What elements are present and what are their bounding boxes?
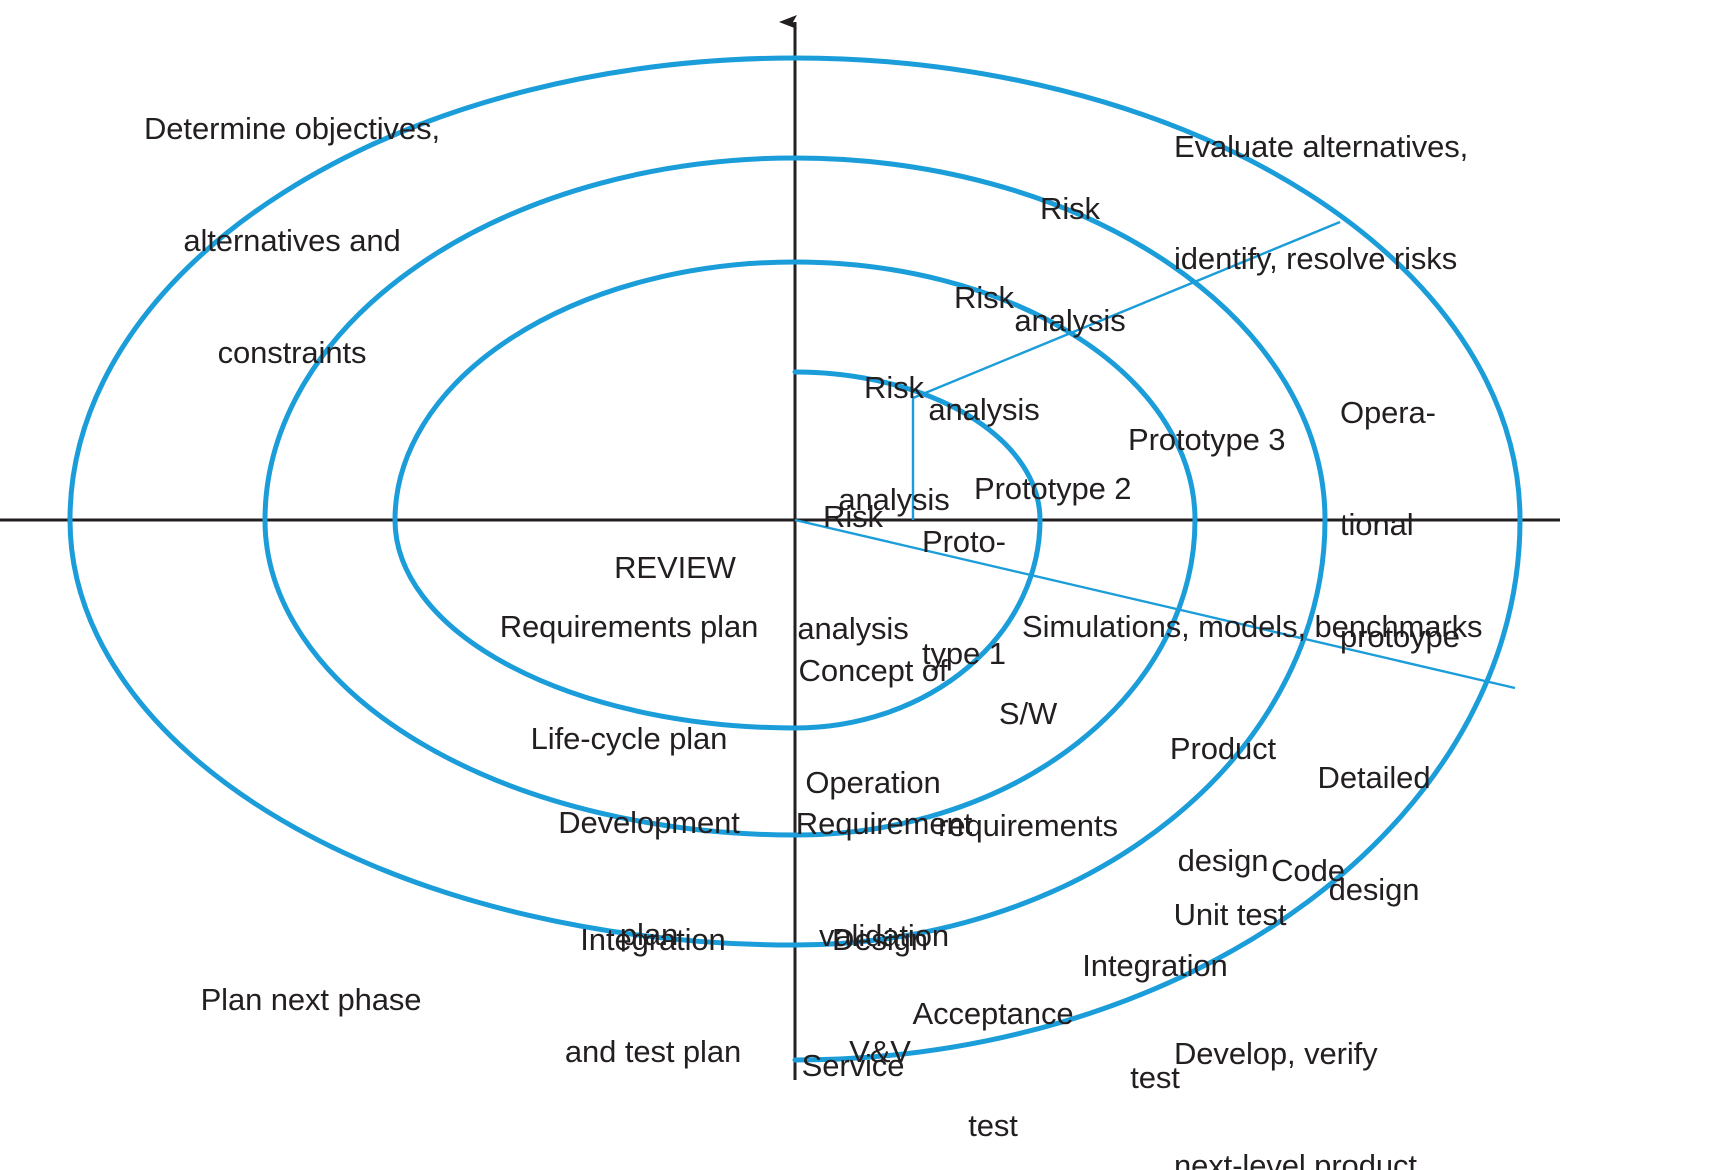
- product-design-label: Product design: [1170, 656, 1276, 954]
- integration-test-line-2: test: [1130, 1059, 1180, 1095]
- requirements-plan-line-2: Life-cycle plan: [530, 720, 728, 756]
- determine-objectives-line-2: alternatives and: [183, 222, 401, 258]
- requirement-validation-label: Requirement validation: [796, 731, 972, 1029]
- operational-prototype-label: Opera- tional protoype: [1340, 320, 1460, 729]
- risk-analysis-1-line-1: Risk: [823, 499, 883, 535]
- acceptance-test-label: Acceptance test: [913, 921, 1074, 1170]
- sw-requirements-line-2: requirements: [938, 807, 1118, 843]
- acceptance-test-line-2: test: [968, 1107, 1018, 1143]
- development-plan-label: Development plan: [558, 730, 740, 1028]
- determine-objectives-line-3: constraints: [217, 334, 367, 370]
- radial-dividers: [794, 220, 1516, 690]
- evaluate-alternatives-line-2: identify, resolve risks: [1174, 240, 1458, 276]
- sw-requirements-label: S/W requirements: [938, 621, 1118, 919]
- develop-verify-line-1: Develop, verify: [1174, 1036, 1378, 1072]
- requirement-validation-line-1: Requirement: [795, 806, 973, 842]
- integration-test-line-1: Integration: [1082, 948, 1228, 984]
- divider-lower-right: [794, 518, 1516, 690]
- detailed-design-label: Detailed design: [1318, 685, 1431, 983]
- concept-of-operation-line-1: Concept of: [798, 653, 948, 689]
- prototype-1-line-1: Proto-: [922, 524, 1006, 560]
- spiral-turn-2: [262, 155, 1198, 838]
- service-label: Service: [802, 973, 905, 1159]
- simulations-text: Simulations, models, benchmarks: [1022, 609, 1483, 645]
- determine-objectives-line-1: Determine objectives,: [144, 111, 440, 147]
- requirements-plan-line-1: Requirements plan: [499, 609, 759, 645]
- integration-and-test-plan-label: Integration and test plan: [565, 847, 741, 1145]
- spiral-turn-3: [67, 55, 1328, 948]
- plan-next-phase-text: Plan next phase: [200, 982, 422, 1018]
- unit-test-text: Unit test: [1173, 897, 1287, 933]
- prototype-1-line-2: type 1: [922, 635, 1006, 671]
- risk-analysis-label-2: Risk analysis: [838, 295, 949, 593]
- develop-verify-line-2: next-level product: [1174, 1147, 1417, 1170]
- operational-prototype-line-3: protoype: [1340, 618, 1460, 654]
- product-design-line-2: design: [1177, 842, 1269, 878]
- axes: [0, 15, 1560, 1080]
- operational-prototype-line-2: tional: [1340, 506, 1414, 542]
- risk-analysis-4-line-2: analysis: [1014, 302, 1126, 338]
- integration-test-label: Integration test: [1082, 873, 1228, 1170]
- simulations-label: Simulations, models, benchmarks: [1022, 534, 1482, 720]
- review-text: REVIEW: [614, 550, 736, 586]
- requirement-validation-line-2: validation: [819, 917, 949, 953]
- detailed-design-line-2: design: [1328, 871, 1420, 907]
- risk-analysis-3-line-2: analysis: [928, 391, 1040, 427]
- code-text: Code: [1271, 853, 1345, 889]
- prototype-2-label: Prototype 2: [974, 396, 1132, 582]
- risk-analysis-3-line-1: Risk: [954, 280, 1014, 316]
- product-design-line-1: Product: [1169, 731, 1277, 767]
- prototype-3-label: Prototype 3: [1128, 347, 1286, 533]
- acceptance-test-line-1: Acceptance: [912, 996, 1074, 1032]
- detailed-design-line-1: Detailed: [1317, 760, 1431, 796]
- evaluate-alternatives-line-1: Evaluate alternatives,: [1174, 129, 1469, 165]
- requirements-plan-label: Requirements plan Life-cycle plan: [500, 534, 759, 832]
- quadrant-label-determine-objectives: Determine objectives, alternatives and c…: [144, 36, 440, 445]
- risk-analysis-2-line-2: analysis: [838, 481, 950, 517]
- prototype-3-text: Prototype 3: [1128, 422, 1286, 458]
- risk-analysis-label-3: Risk analysis: [928, 205, 1039, 503]
- integration-and-test-plan-line-2: and test plan: [564, 1033, 742, 1069]
- code-label: Code: [1271, 778, 1345, 964]
- operational-prototype-line-1: Opera-: [1340, 395, 1436, 431]
- prototype-1-label: Proto- type 1: [922, 449, 1006, 747]
- risk-analysis-4-line-1: Risk: [1040, 191, 1100, 227]
- spiral-turn-1: [392, 259, 1043, 731]
- review-label: REVIEW: [614, 475, 736, 661]
- risk-analysis-2-line-1: Risk: [864, 370, 924, 406]
- sw-requirements-line-1: S/W: [998, 696, 1058, 732]
- design-vv-line-2: V&V: [849, 1033, 911, 1069]
- risk-analysis-label-1: Risk analysis: [797, 424, 908, 722]
- risk-analysis-1-line-2: analysis: [797, 610, 909, 646]
- quadrant-label-evaluate-alternatives: Evaluate alternatives, identify, resolve…: [1174, 54, 1468, 352]
- development-plan-line-1: Development: [558, 805, 740, 841]
- divider-upper-right: [912, 220, 1341, 400]
- quadrant-label-plan-next-phase: Plan next phase: [201, 907, 422, 1093]
- development-plan-line-2: plan: [619, 916, 679, 952]
- quadrant-label-develop-verify: Develop, verify next-level product: [1174, 961, 1417, 1170]
- spiral-curve: [67, 55, 1523, 1063]
- concept-of-operation-label: Concept of Operation: [799, 578, 948, 876]
- unit-test-label: Unit test: [1174, 822, 1287, 1008]
- concept-of-operation-line-2: Operation: [805, 764, 941, 800]
- design-vv-line-1: Design: [832, 922, 928, 958]
- design-vv-label: Design V&V: [832, 847, 928, 1145]
- spiral-turn-4: [792, 55, 1523, 1063]
- risk-analysis-label-4: Risk analysis: [1014, 116, 1125, 414]
- prototype-2-text: Prototype 2: [974, 471, 1132, 507]
- service-text: Service: [801, 1048, 905, 1084]
- integration-and-test-plan-line-1: Integration: [580, 922, 726, 958]
